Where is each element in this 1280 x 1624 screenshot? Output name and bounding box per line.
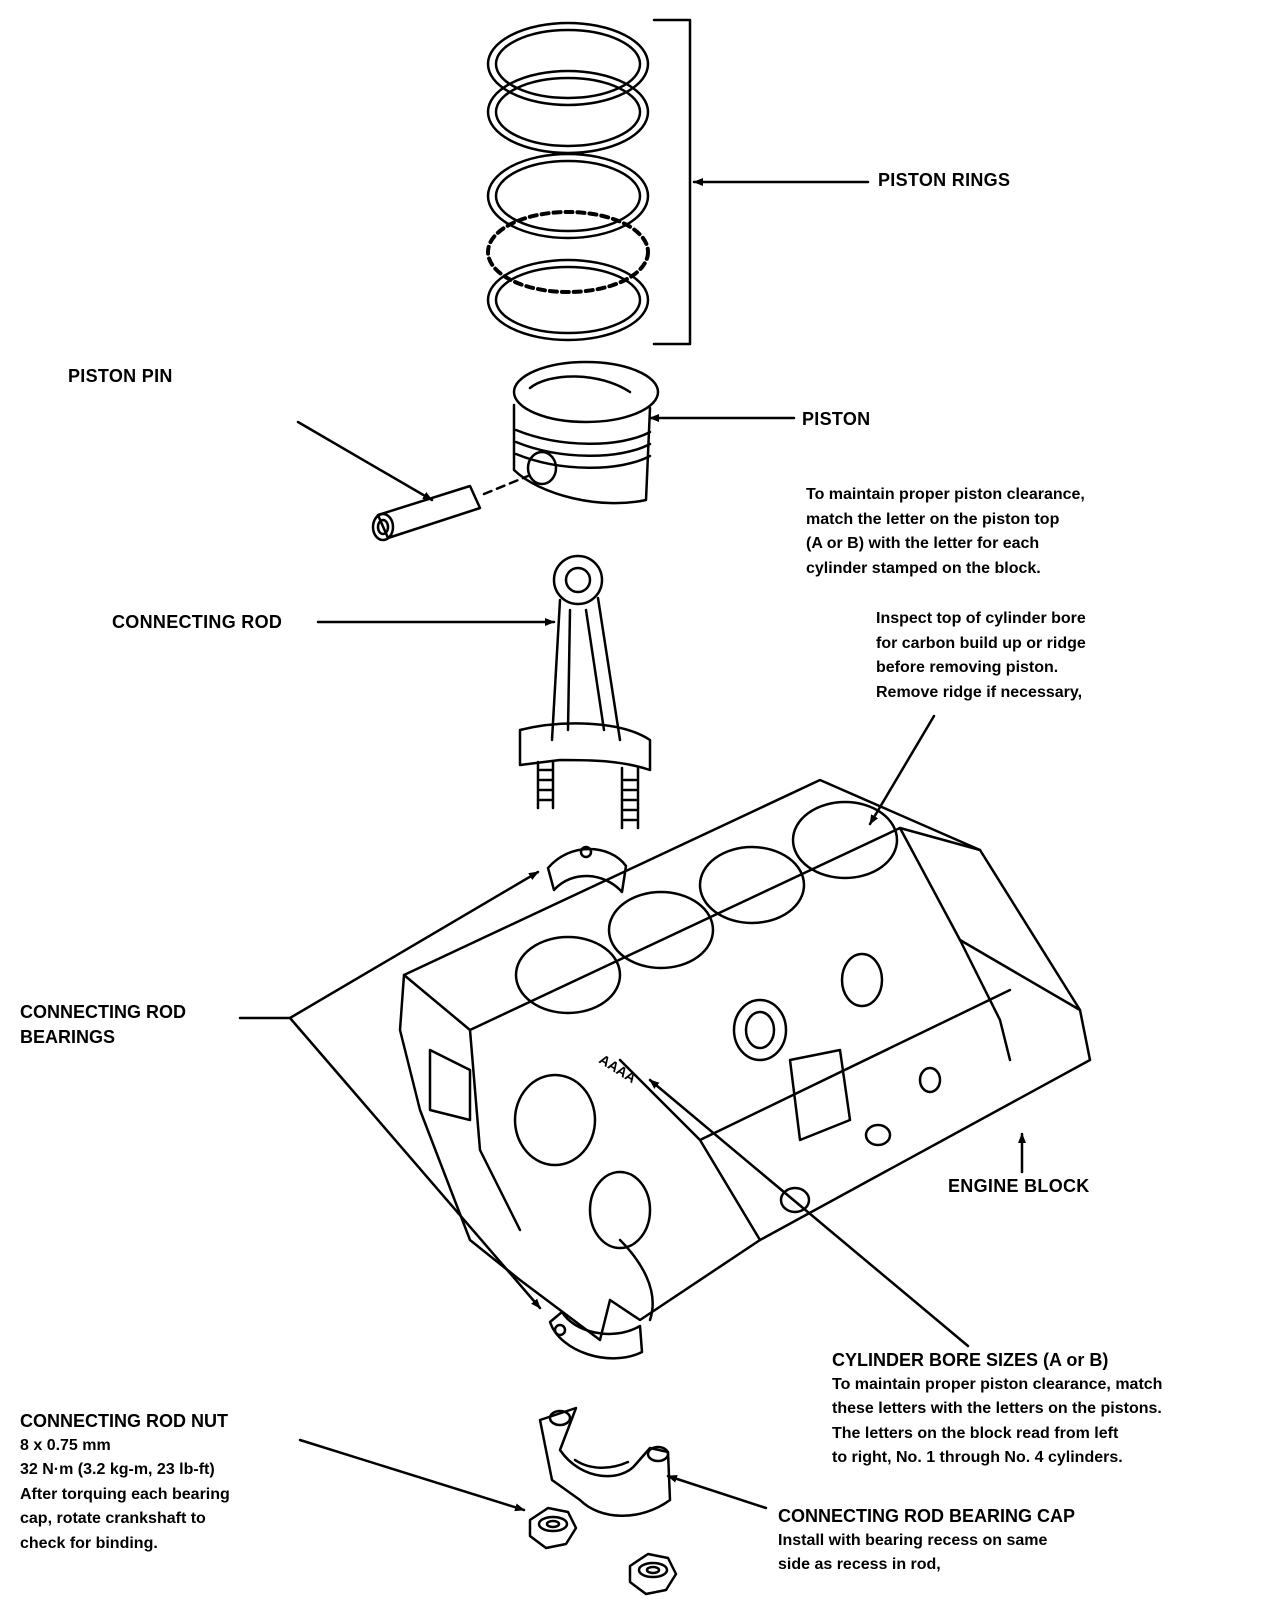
rod-nut-1-drawing [528,1506,578,1550]
cylinder-bore-2 [607,890,715,970]
piston-rings-bracket [652,18,692,346]
rod-bearings-leader-upper [288,870,540,1020]
bore-sizes-leader [648,1078,970,1348]
oil-ring-rail [486,152,650,240]
cylinder-bore-1 [514,935,622,1015]
connecting-rod-drawing [518,554,652,830]
piston-pin-leader [296,420,434,502]
piston-pin-label: PISTON PIN [68,366,173,386]
oil-ring-rail-lower [486,258,650,342]
oil-ring-expander [486,210,650,294]
bearing-cap-note: CONNECTING ROD BEARING CAP Install with … [778,1506,1076,1573]
connecting-rod-label: CONNECTING ROD [112,612,283,632]
piston-clearance-note: To maintain proper piston clearance, mat… [806,486,1085,577]
piston-rings-label: PISTON RINGS [878,170,1011,190]
piston-drawing [512,360,660,505]
bore-inspect-note: Inspect top of cylinder bore for carbon … [876,610,1086,701]
rod-bearings-label: CONNECTING ROD BEARINGS [20,1002,186,1047]
rod-nut-2-drawing [628,1552,678,1596]
engine-block-drawing [398,778,1092,1342]
lower-bearing-drawing [548,1310,644,1360]
second-ring [486,69,650,155]
bore-inspect-leader [868,714,936,826]
bore-sizes-note: CYLINDER BORE SIZES (A or B) To maintain… [832,1350,1163,1466]
cylinder-bore-3 [698,845,806,925]
piston-rings-drawing [486,21,650,342]
bearing-cap-drawing [538,1406,672,1517]
piston-label: PISTON [802,409,871,429]
block-stamp: AAAA [596,1051,639,1086]
rod-nut-leader [298,1438,526,1512]
bearing-cap-leader [666,1474,768,1510]
engine-block-label: ENGINE BLOCK [948,1176,1090,1196]
upper-bearing-drawing [546,845,628,894]
rod-bearings-leader-lower [288,1016,542,1310]
piston-pin-drawing [371,484,482,542]
rod-nut-note: CONNECTING ROD NUT 8 x 0.75 mm 32 N·m (3… [20,1411,230,1552]
cylinder-bore-4 [791,800,899,880]
top-ring [486,21,650,107]
